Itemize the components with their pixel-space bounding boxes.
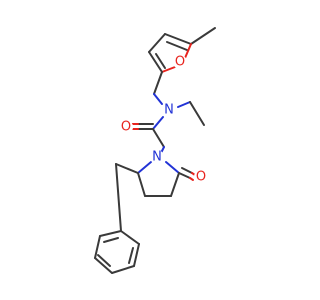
- bond-benz-4: [94, 257, 113, 274]
- bond-carbonyl-ch2: [152, 128, 165, 148]
- bonds: [94, 27, 216, 274]
- bond-furan-c4-c3: [148, 33, 166, 53]
- bond-lactam-co-red: [189, 177, 194, 181]
- bond-furan-o-c5: [184, 43, 192, 59]
- bond-c2-ch2: [153, 71, 163, 95]
- bond-benz-4-inner: [97, 254, 111, 267]
- bond-benz-1: [120, 230, 140, 245]
- bond-furan-c3-c2: [148, 51, 163, 73]
- ring-nitrogen-label: N: [150, 150, 164, 165]
- furan-oxygen-bg: [173, 55, 187, 69]
- bond-ring-c2-n: [137, 161, 152, 174]
- bond-lactam-co: [178, 172, 191, 179]
- bond-benz-2: [133, 243, 140, 267]
- structure-canvas: O N O N O: [94, 27, 216, 274]
- amide-nitrogen-label: N: [162, 103, 176, 118]
- amide-oxygen-text: O: [121, 120, 131, 135]
- bond-benz-5: [94, 235, 101, 259]
- structure-drawing: O N O N O: [94, 27, 216, 274]
- bond-c3-benzyl: [115, 163, 139, 174]
- atom-labels: O N O N O: [119, 55, 208, 185]
- ring-nitrogen-text: N: [152, 150, 162, 165]
- bond-n-ethyl: [177, 101, 191, 108]
- furan-oxygen-label: O: [173, 55, 187, 70]
- bond-ring-c5-c4: [170, 172, 180, 197]
- amide-oxygen-label: O: [119, 120, 133, 135]
- amide-nitrogen-text: N: [164, 103, 174, 118]
- amide-nitrogen-bg: [162, 103, 176, 117]
- bond-benz-3: [111, 265, 135, 274]
- furan-oxygen-text: O: [175, 55, 185, 70]
- lactam-oxygen-label: O: [194, 170, 208, 185]
- lactam-oxygen-bg: [194, 170, 208, 184]
- bond-ethyl-ch3: [189, 101, 205, 126]
- amide-oxygen-bg: [119, 120, 133, 134]
- bond-furan-c3-c2-inner: [155, 53, 166, 69]
- bond-benz-6-inner: [103, 237, 119, 243]
- bond-benz-2-inner: [128, 247, 134, 264]
- bond-lactam-co-second: [181, 167, 193, 174]
- bond-furan-c5-c4-inner: [166, 41, 188, 51]
- bond-furan-c5-c4: [164, 33, 192, 45]
- bond-benz-6: [99, 230, 122, 237]
- bond-methyl: [190, 27, 216, 45]
- bond-furan-c2-o: [161, 66, 176, 73]
- bond-ring-c3-c2: [137, 172, 146, 197]
- bond-ch2-n: [153, 93, 163, 105]
- bond-benzyl-ipso: [115, 163, 122, 232]
- bond-n-carbonyl: [152, 116, 164, 130]
- lactam-oxygen-text: O: [196, 170, 206, 185]
- ring-nitrogen-bg: [150, 150, 164, 164]
- bond-ring-n-c5: [165, 161, 180, 174]
